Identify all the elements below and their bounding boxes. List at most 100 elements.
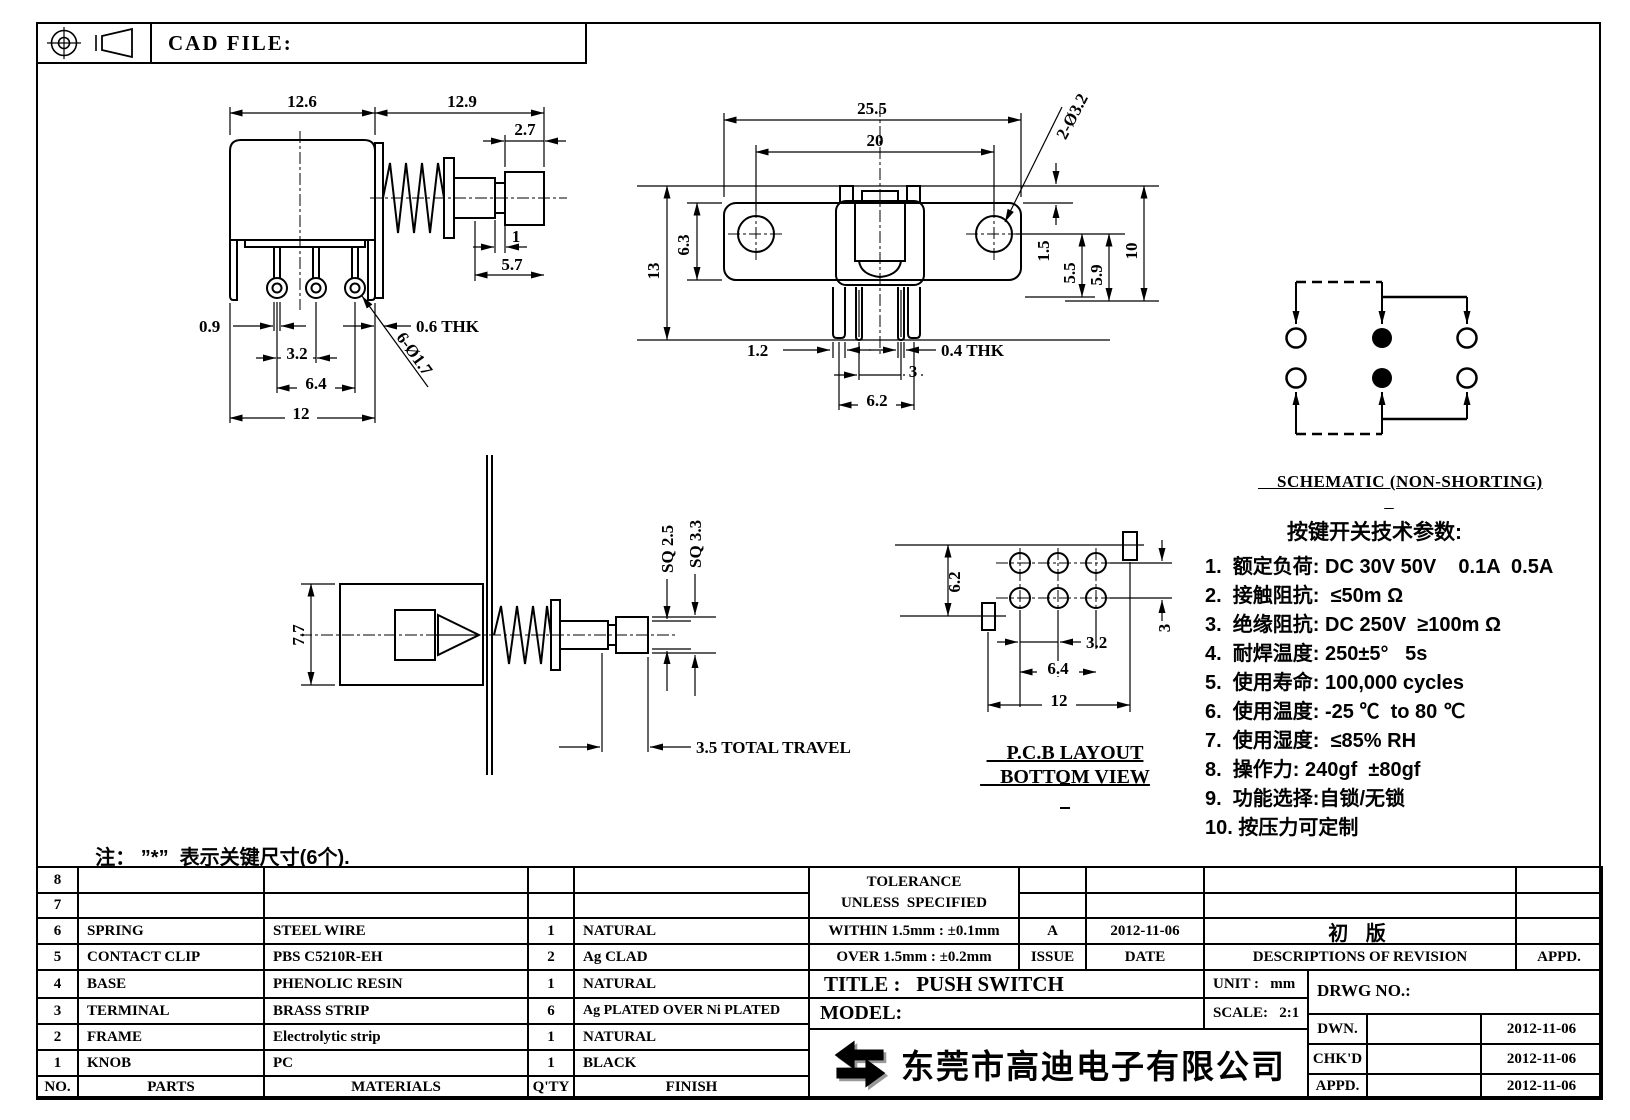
parameter-item: 7. 使用湿度: ≤85% RH bbox=[1205, 730, 1417, 752]
chkd-label-cell: CHK'D bbox=[1307, 1043, 1368, 1075]
parameter-item: 9. 功能选择:自锁/无锁 bbox=[1205, 788, 1406, 810]
title-block-table: 8 7 6 5 4 3 2 1 NO. SPRING CONTACT CLIP … bbox=[36, 866, 1603, 1100]
chkd-signature-cell bbox=[1366, 1043, 1482, 1075]
top-view-drawing: 7.7 SQ 2.5 SQ 3.3 3.5 TOTAL TRAVEL bbox=[289, 455, 851, 775]
dim-pcb-6-4: 6.4 bbox=[1047, 659, 1069, 678]
cell-no: 6 bbox=[36, 917, 79, 945]
cell-finish: NATURAL bbox=[573, 1023, 810, 1051]
cell-materials: BRASS STRIP bbox=[263, 997, 529, 1025]
dim-sq-3-3: SQ 3.3 bbox=[686, 520, 705, 568]
empty-cell bbox=[1085, 866, 1205, 894]
scale-cell: SCALE: 2:1 bbox=[1203, 997, 1309, 1030]
parameters-block: 按键开关技术参数: 1. 额定负荷: DC 30V 50V 0.1A 0.5A … bbox=[1205, 516, 1630, 843]
tolerance-within-cell: WITHIN 1.5mm : ±0.1mm bbox=[808, 917, 1020, 945]
cell-finish: BLACK bbox=[573, 1049, 810, 1077]
revision-description-value: 初 版 bbox=[1203, 917, 1517, 945]
cell-materials: PHENOLIC RESIN bbox=[263, 969, 529, 999]
dim-6-3: 6.3 bbox=[674, 234, 693, 255]
cell-parts: CONTACT CLIP bbox=[77, 943, 265, 971]
cell-parts: TERMINAL bbox=[77, 997, 265, 1025]
date-label-cell: DATE bbox=[1085, 943, 1205, 971]
dim-12-9: 12.9 bbox=[447, 92, 477, 111]
issue-label-cell: ISSUE bbox=[1018, 943, 1087, 971]
empty-cell bbox=[1515, 866, 1603, 894]
dim-2-d3-2: 2-Ø3.2 bbox=[1052, 90, 1092, 142]
cell-no: 1 bbox=[36, 1049, 79, 1077]
dim-7-7: 7.7 bbox=[289, 624, 308, 646]
cell-qty: 1 bbox=[527, 969, 575, 999]
company-name: 东莞市高迪电子有限公司 bbox=[901, 1048, 1286, 1085]
company-cell: 东莞市高迪电子有限公司 bbox=[808, 1028, 1309, 1100]
empty-cell bbox=[1085, 892, 1205, 919]
empty-cell bbox=[1203, 892, 1517, 919]
dim-pcb-3: 3 bbox=[1155, 624, 1174, 633]
cell-qty: 1 bbox=[527, 1049, 575, 1077]
dim-3: 3 bbox=[909, 362, 918, 381]
sheet-border bbox=[36, 22, 1601, 1098]
parameter-item: 6. 使用温度: -25 ℃ to 80 ℃ bbox=[1205, 701, 1466, 723]
dim-1-5: 1.5 bbox=[1034, 240, 1053, 261]
bottom-view-label: BOTTOM VIEW bbox=[1000, 766, 1150, 788]
cell-materials: Electrolytic strip bbox=[263, 1023, 529, 1051]
tolerance-over-cell: OVER 1.5mm : ±0.2mm bbox=[808, 943, 1020, 971]
cell-materials bbox=[263, 892, 529, 919]
dim-10: 10 bbox=[1122, 243, 1141, 260]
cell-no-header: NO. bbox=[36, 1075, 79, 1100]
dim-1-2: 1.2 bbox=[747, 341, 768, 360]
empty-cell bbox=[1018, 866, 1087, 894]
parameter-item: 4. 耐焊温度: 250±5° 5s bbox=[1205, 643, 1428, 665]
revision-date-value: 2012-11-06 bbox=[1085, 917, 1205, 945]
cell-finish: NATURAL bbox=[573, 969, 810, 999]
parameters-title: 按键开关技术参数: bbox=[1287, 521, 1462, 544]
cell-parts: KNOB bbox=[77, 1049, 265, 1077]
cad-file-box: CAD FILE: bbox=[150, 22, 587, 64]
tolerance-header-cell: TOLERANCE UNLESS SPECIFIED bbox=[808, 866, 1020, 919]
empty-cell bbox=[1515, 917, 1603, 945]
dim-pcb-12: 12 bbox=[1051, 691, 1068, 710]
appd-label-cell: APPD. bbox=[1515, 943, 1603, 971]
pcb-layout-label: P.C.B LAYOUT bbox=[1006, 742, 1144, 764]
cell-qty: 2 bbox=[527, 943, 575, 971]
cell-finish: NATURAL bbox=[573, 917, 810, 945]
cell-no: 7 bbox=[36, 892, 79, 919]
cell-no: 5 bbox=[36, 943, 79, 971]
projection-angle-icon bbox=[47, 27, 133, 59]
parameter-item: 8. 操作力: 240gf ±80gf bbox=[1205, 759, 1421, 781]
dwn-date-cell: 2012-11-06 bbox=[1480, 1013, 1603, 1045]
company-logo-icon bbox=[834, 1040, 889, 1091]
empty-cell bbox=[1018, 892, 1087, 919]
dim-3-2: 3.2 bbox=[286, 344, 307, 363]
common-terminal-dot bbox=[1372, 368, 1392, 388]
dim-pcb-6-2: 6.2 bbox=[945, 571, 964, 592]
cell-parts bbox=[77, 892, 265, 919]
drwg-no-cell: DRWG NO.: bbox=[1307, 969, 1603, 1015]
cell-no: 4 bbox=[36, 969, 79, 999]
title-cell: TITLE : PUSH SWITCH bbox=[808, 969, 1205, 999]
cell-finish bbox=[573, 866, 810, 894]
descriptions-label-cell: DESCRIPTIONS OF REVISION bbox=[1203, 943, 1517, 971]
dim-13: 13 bbox=[644, 263, 663, 280]
schematic-label: SCHEMATIC (NON-SHORTING) bbox=[1277, 472, 1543, 491]
model-cell: MODEL: bbox=[808, 997, 1205, 1030]
cell-materials: PBS C5210R-EH bbox=[263, 943, 529, 971]
cad-file-label: CAD FILE: bbox=[168, 30, 293, 55]
appd-date-cell: 2012-11-06 bbox=[1480, 1073, 1603, 1100]
cell-finish-header: FINISH bbox=[573, 1075, 810, 1100]
cell-parts: BASE bbox=[77, 969, 265, 999]
cell-qty-header: Q'TY bbox=[527, 1075, 575, 1100]
dim-5-5: 5.5 bbox=[1060, 262, 1079, 283]
schematic-drawing bbox=[1285, 280, 1478, 436]
dim-5-9: 5.9 bbox=[1087, 264, 1106, 285]
cell-qty: 1 bbox=[527, 917, 575, 945]
parameter-item: 10. 按压力可定制 bbox=[1205, 817, 1359, 839]
cell-qty bbox=[527, 892, 575, 919]
chkd-date-cell: 2012-11-06 bbox=[1480, 1043, 1603, 1075]
pcb-layout-drawing: 6.2 3 3.2 6.4 12 bbox=[895, 531, 1174, 712]
side-view-drawing: 12.6 12.9 2.7 1 5.7 0.9 0.6 THK 3.2 6.4 … bbox=[199, 92, 567, 423]
cell-parts-header: PARTS bbox=[77, 1075, 265, 1100]
appd-signature-cell bbox=[1366, 1073, 1482, 1100]
dim-5-7: 5.7 bbox=[501, 255, 523, 274]
dim-2-7: 2.7 bbox=[514, 120, 536, 139]
cell-no: 2 bbox=[36, 1023, 79, 1051]
key-dimension-note: 注： ”*” 表示关键尺寸(6个). bbox=[95, 847, 350, 869]
